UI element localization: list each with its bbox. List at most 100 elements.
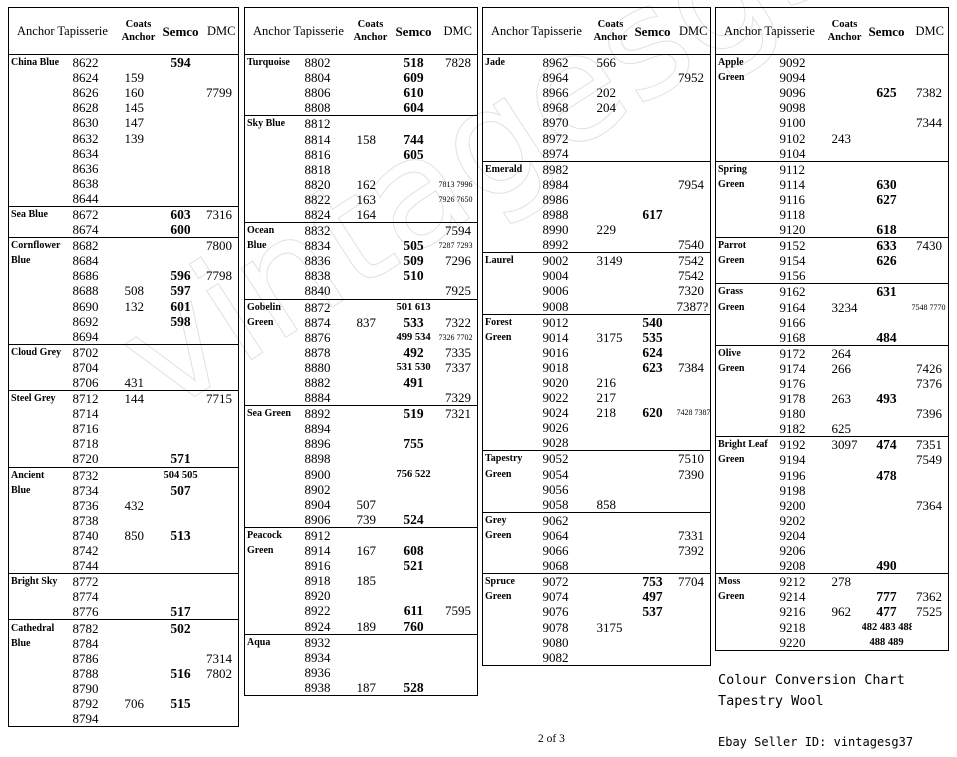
coats-anchor-number [353,345,389,360]
anchor-number: 8794 [72,711,99,727]
colour-group-name [245,650,305,665]
coats-anchor-number: 167 [356,543,377,559]
semco-number: 524 [403,511,424,527]
anchor-number: 8992 [542,237,569,253]
coats-anchor-number [121,222,157,238]
semco-number: 777 [876,589,897,605]
dmc-number: 7396 [916,406,943,422]
colour-group-name: Green [247,545,274,557]
colour-group-name [483,70,543,85]
dmc-number [439,375,478,390]
anchor-number: 8824 [304,206,331,222]
colour-group-name [9,360,73,375]
coats-anchor-number: 3149 [592,252,629,269]
anchor-number: 8634 [72,145,99,161]
colour-group-name [716,543,780,558]
anchor-number: 8690 [72,298,99,314]
colour-group-name [716,115,780,130]
coats-anchor-number: 566 [592,54,629,71]
colour-group-name: Blue [11,255,31,267]
semco-number: 478 [876,467,897,483]
semco-number: 623 [642,359,663,375]
colour-group-name [9,375,73,391]
semco-number: 608 [403,543,424,559]
anchor-number: 8786 [72,650,99,666]
semco-number: 501 613 [388,298,439,315]
coats-anchor-number [121,589,157,604]
dmc-number [205,406,239,421]
semco-number: 610 [403,85,424,101]
colour-group-name [9,421,73,436]
anchor-number: 8792 [72,695,99,711]
coats-anchor-number [828,498,862,513]
coats-anchor-number [593,177,629,192]
coats-anchor-number: 132 [124,298,145,314]
colour-group-name [716,268,780,284]
semco-number [157,651,205,666]
semco-number [862,268,912,284]
anchor-number: 8968 [542,100,569,116]
semco-number [629,435,677,451]
semco-number [862,406,912,421]
coats-anchor-number [121,406,157,421]
dmc-number [439,512,478,528]
colour-group-name [716,406,780,421]
semco-number: 605 [403,146,424,162]
coats-anchor-number [593,435,629,451]
semco-number: 499 534 [396,331,431,343]
anchor-number: 8774 [72,589,99,605]
colour-group-name [245,283,305,299]
coats-anchor-number [353,390,389,406]
dmc-number [677,390,711,405]
table-row: 8636 [9,161,239,176]
colour-group-name [245,603,305,618]
coats-anchor-number: 164 [356,206,377,222]
semco-number [862,115,912,130]
anchor-number: 9118 [779,206,806,222]
semco-number [861,573,912,590]
dmc-number: 7549 [916,452,943,468]
coats-anchor-number: 625 [831,421,852,437]
colour-group-name [716,513,780,528]
coats-anchor-number [353,162,389,177]
semco-number: 493 [876,391,897,407]
anchor-number: 8902 [304,481,331,497]
anchor-number: 8904 [304,496,331,512]
colour-group-name [9,681,73,696]
dmc-number: 7828 [438,54,478,71]
anchor-number: 8920 [304,588,331,604]
dmc-number: 7376 [916,376,943,392]
anchor-number: 9112 [779,160,828,177]
semco-number [389,192,439,207]
anchor-number: 8874 [304,314,331,330]
coats-anchor-number [593,207,629,222]
coats-anchor-number: 139 [124,130,145,146]
dmc-number [439,588,478,603]
anchor-number: 8918 [304,573,331,589]
semco-number [389,588,439,603]
table-row: 9082 [483,650,711,666]
dmc-number [677,435,711,451]
colour-group-name [716,85,780,100]
dmc-number [204,54,239,71]
anchor-number: 9214 [779,589,806,605]
semco-number: 624 [642,344,663,360]
dmc-number [439,451,478,466]
colour-group-name [9,146,73,161]
dmc-number [677,207,711,222]
